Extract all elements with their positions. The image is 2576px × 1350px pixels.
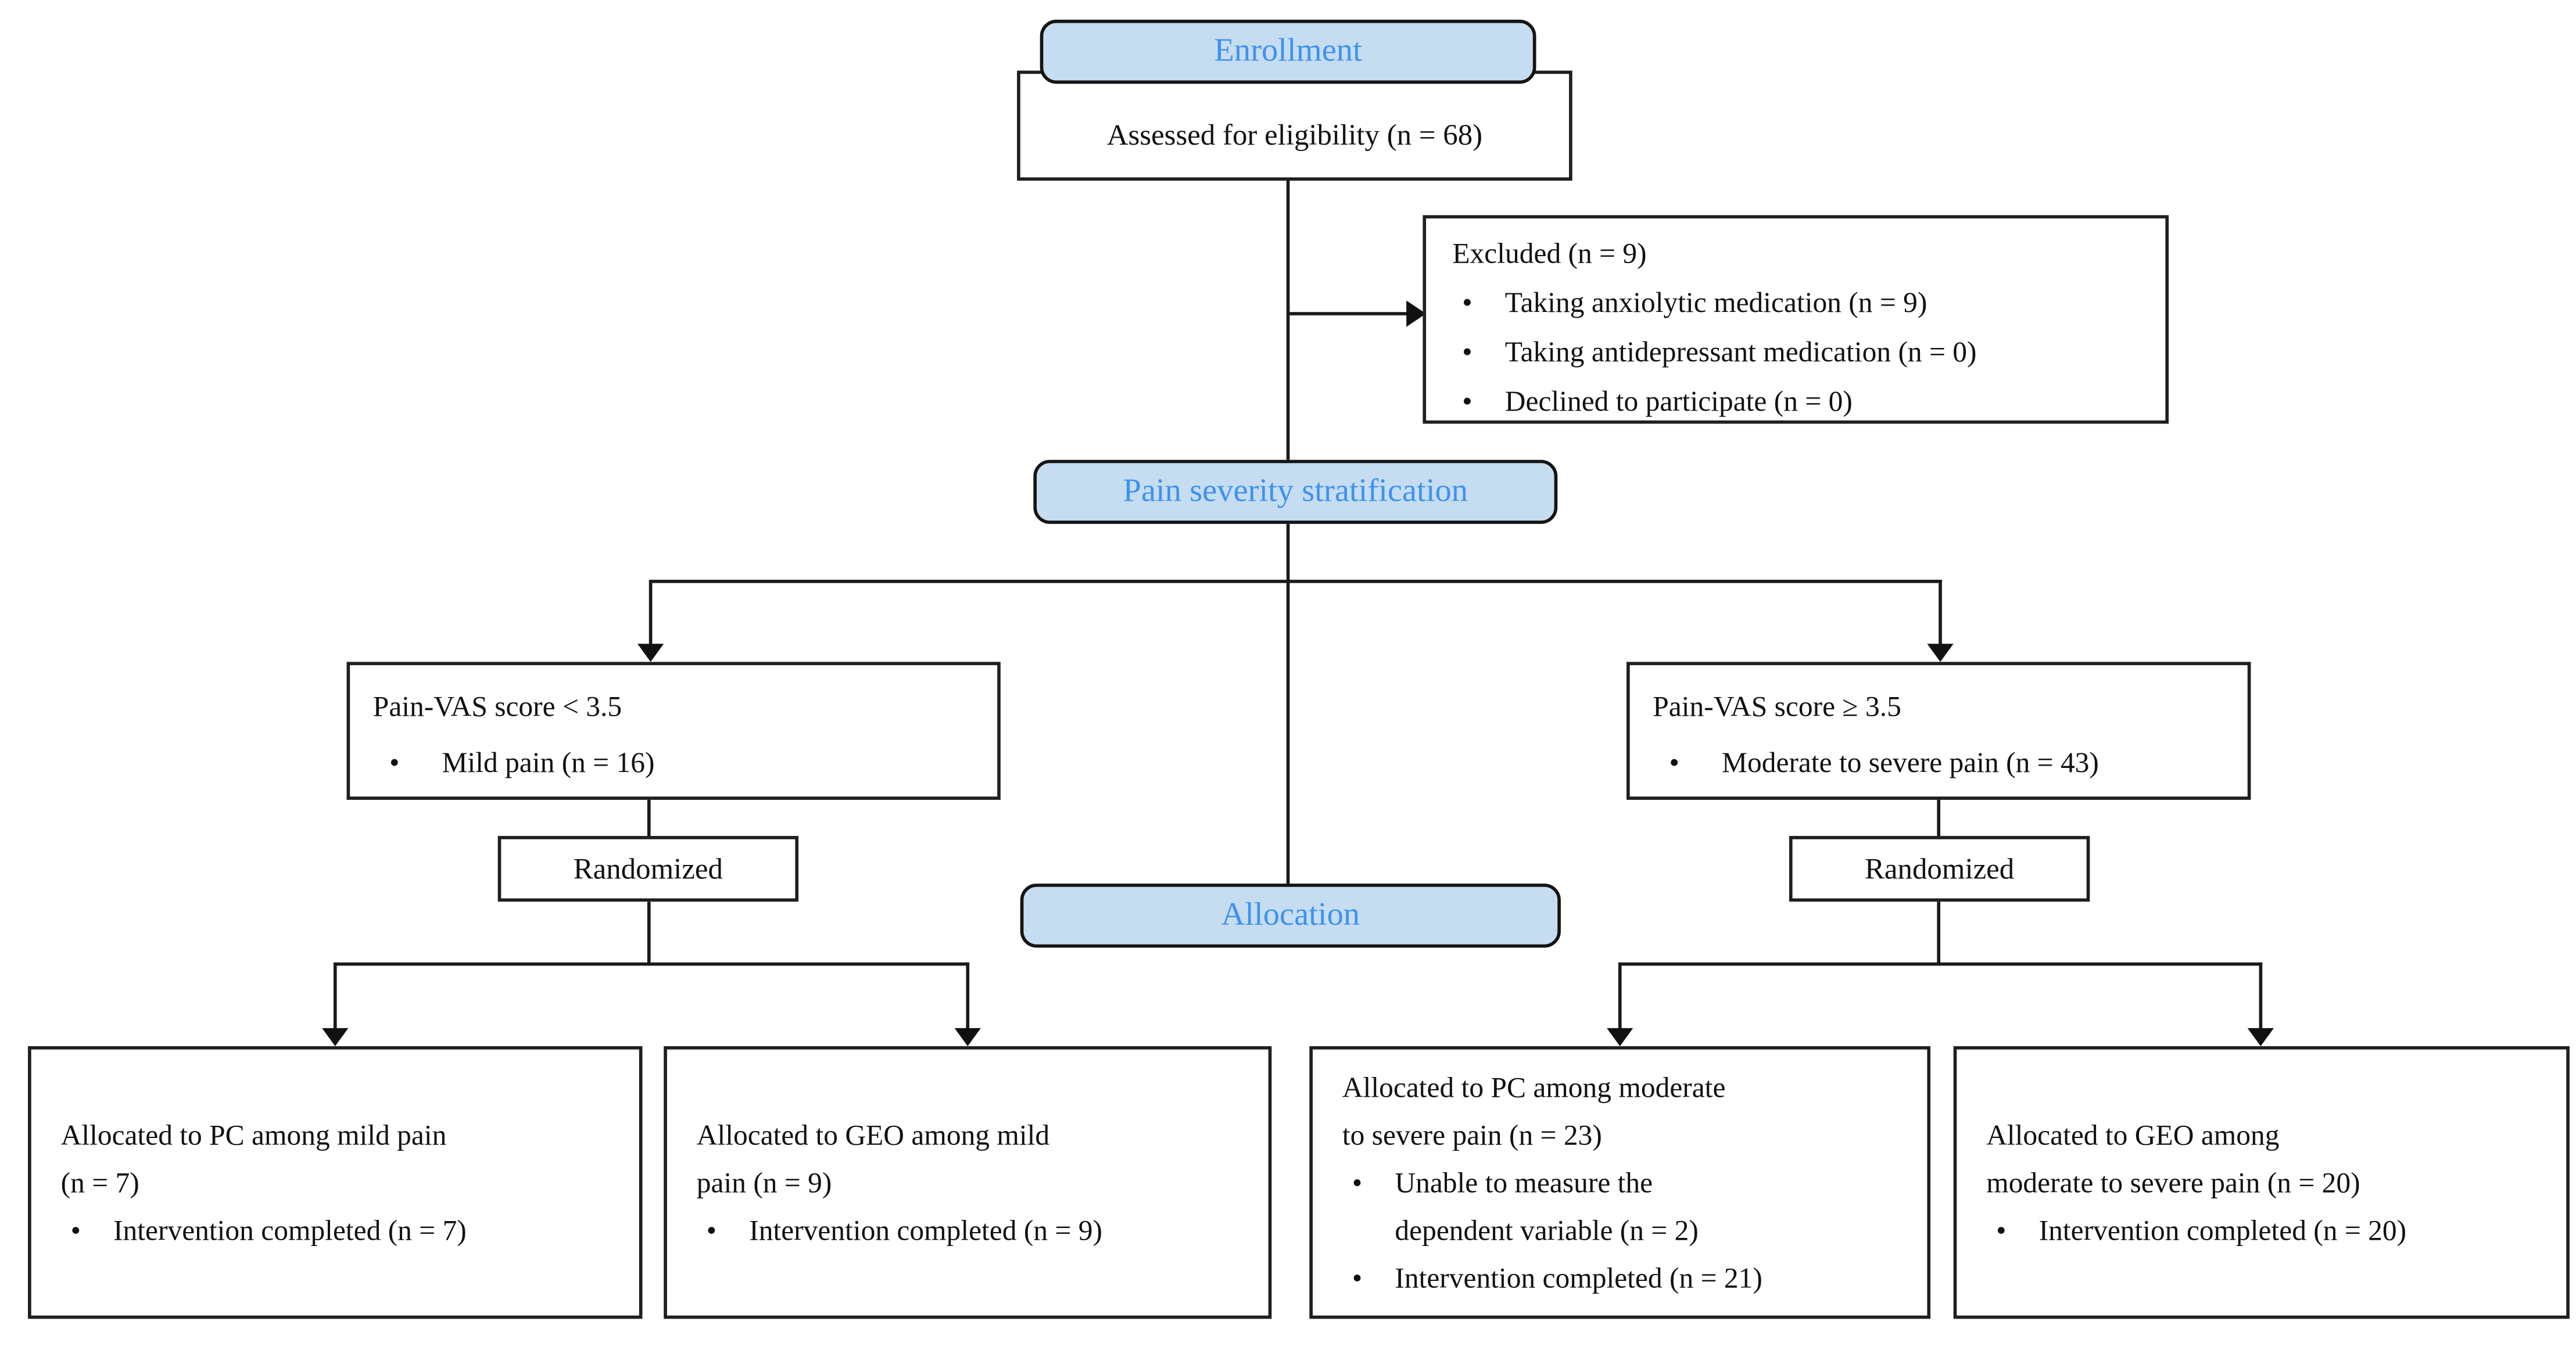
bullet-icon: • xyxy=(1996,1212,2007,1246)
arrowhead-severe-icon xyxy=(1927,644,1954,662)
connector-to-excluded xyxy=(1288,312,1410,315)
alloc-pc-severe-box: Allocated to PC among moderate to severe… xyxy=(1309,1046,1931,1319)
alloc-geo-mild-bullet-line: Intervention completed (n = 9) xyxy=(749,1212,1102,1246)
bullet-icon: • xyxy=(1462,285,1472,319)
arrowhead-excluded-icon xyxy=(1406,300,1427,327)
arrowhead-box3-icon xyxy=(1607,1028,1633,1046)
stratification-branch-line xyxy=(650,580,1942,583)
bullet-icon: • xyxy=(1352,1260,1363,1294)
connector-stratification-to-allocation xyxy=(1286,523,1290,887)
randomized-left-box: Randomized xyxy=(497,836,799,902)
alloc-geo-mild-title-1: Allocated to GEO among mild xyxy=(696,1117,1050,1151)
severe-stratum-bullet-text: Moderate to severe pain (n = 43) xyxy=(1722,745,2099,779)
alloc-pc-severe-bullet-1: • Unable to measure the dependent variab… xyxy=(1342,1159,1918,1254)
excluded-box: Excluded (n = 9) • Taking anxiolytic med… xyxy=(1423,215,2169,425)
alloc-pc-mild-box: Allocated to PC among mild pain (n = 7) … xyxy=(28,1046,643,1319)
excluded-bullet-1-text: Taking anxiolytic medication (n = 9) xyxy=(1504,285,1927,319)
alloc-pc-severe-bullet-2: • Intervention completed (n = 21) xyxy=(1342,1254,1918,1302)
arrowhead-mild-icon xyxy=(637,644,664,662)
enrollment-phase-pill: Enrollment xyxy=(1040,19,1536,84)
alloc-geo-severe-title-1: Allocated to GEO among xyxy=(1986,1117,2280,1151)
bullet-icon: • xyxy=(1462,384,1472,418)
alloc-pc-mild-bullet: • Intervention completed (n = 7) xyxy=(61,1207,629,1254)
arrowhead-box2-icon xyxy=(954,1028,981,1046)
bullet-icon: • xyxy=(1462,335,1472,368)
excluded-bullet-2-text: Taking antidepressant medication (n = 0) xyxy=(1504,335,1977,368)
bullet-icon: • xyxy=(1669,745,1679,779)
alloc-geo-severe-title-2: moderate to severe pain (n = 20) xyxy=(1986,1165,2360,1198)
connector-randomized-left-down xyxy=(647,902,651,966)
excluded-title: Excluded (n = 9) xyxy=(1452,236,1647,270)
alloc-pc-severe-bullet-2-line: Intervention completed (n = 21) xyxy=(1395,1260,1762,1294)
alloc-geo-mild-bullet: • Intervention completed (n = 9) xyxy=(697,1207,1259,1254)
excluded-bullet-3-text: Declined to participate (n = 0) xyxy=(1504,384,1853,418)
bullet-icon: • xyxy=(70,1212,81,1246)
alloc-geo-severe-bullet-line: Intervention completed (n = 20) xyxy=(2038,1212,2407,1246)
mild-stratum-title: Pain-VAS score < 3.5 xyxy=(372,690,622,723)
alloc-pc-severe-title-2: to severe pain (n = 23) xyxy=(1342,1117,1602,1151)
connector-severe-to-randomized xyxy=(1937,799,1941,836)
alloc-geo-mild-title-2: pain (n = 9) xyxy=(696,1165,832,1198)
alloc-pc-severe-bullet-1-line-1: Unable to measure the xyxy=(1395,1165,1653,1198)
drop-to-box3 xyxy=(1618,962,1622,1030)
drop-to-box4 xyxy=(2259,962,2263,1030)
drop-to-box1 xyxy=(333,962,337,1030)
branch-drop-severe xyxy=(1939,580,1942,646)
randomized-left-label: Randomized xyxy=(573,851,723,885)
excluded-bullet-2: • Taking antidepressant medication (n = … xyxy=(1452,327,2152,376)
arrowhead-box1-icon xyxy=(322,1028,349,1046)
alloc-geo-severe-box: Allocated to GEO among moderate to sever… xyxy=(1953,1046,2570,1319)
excluded-bullet-1: • Taking anxiolytic medication (n = 9) xyxy=(1452,278,2152,327)
severe-stratum-box: Pain-VAS score ≥ 3.5 • Moderate to sever… xyxy=(1626,662,2251,800)
excluded-bullet-3: • Declined to participate (n = 0) xyxy=(1452,376,2152,425)
alloc-pc-mild-bullet-line: Intervention completed (n = 7) xyxy=(113,1212,467,1246)
randomized-right-label: Randomized xyxy=(1864,851,2015,885)
mild-stratum-bullet-text: Mild pain (n = 16) xyxy=(442,745,655,779)
alloc-geo-severe-bullet: • Intervention completed (n = 20) xyxy=(1986,1207,2556,1254)
randomized-right-box: Randomized xyxy=(1789,836,2090,902)
alloc-pc-severe-title-1: Allocated to PC among moderate xyxy=(1342,1069,1726,1103)
stratification-phase-label: Pain severity stratification xyxy=(1123,473,1468,509)
connector-randomized-right-down xyxy=(1937,902,1941,966)
bullet-icon: • xyxy=(389,745,400,779)
drop-to-box2 xyxy=(966,962,970,1030)
enrollment-phase-label: Enrollment xyxy=(1214,33,1362,69)
alloc-pc-mild-title-2: (n = 7) xyxy=(60,1165,139,1198)
connector-mild-to-randomized xyxy=(647,799,651,836)
randomized-left-split-line xyxy=(335,962,970,966)
bullet-icon: • xyxy=(1352,1165,1363,1198)
alloc-geo-mild-box: Allocated to GEO among mild pain (n = 9)… xyxy=(664,1046,1272,1319)
mild-stratum-box: Pain-VAS score < 3.5 • Mild pain (n = 16… xyxy=(346,662,1001,800)
connector-assessed-to-stratification xyxy=(1286,177,1290,460)
stratification-phase-pill: Pain severity stratification xyxy=(1033,459,1558,524)
arrowhead-box4-icon xyxy=(2247,1028,2274,1046)
mild-stratum-bullet: • Mild pain (n = 16) xyxy=(373,734,987,790)
randomized-right-split-line xyxy=(1620,962,2263,966)
assessed-text: Assessed for eligibility (n = 68) xyxy=(1106,118,1483,152)
severe-stratum-title: Pain-VAS score ≥ 3.5 xyxy=(1653,690,1901,723)
allocation-phase-pill: Allocation xyxy=(1020,884,1561,948)
allocation-phase-label: Allocation xyxy=(1221,896,1360,933)
assessed-box: Assessed for eligibility (n = 68) xyxy=(1017,70,1572,181)
severe-stratum-bullet: • Moderate to severe pain (n = 43) xyxy=(1653,734,2238,790)
alloc-pc-severe-bullet-1-line-2: dependent variable (n = 2) xyxy=(1395,1212,1699,1246)
alloc-pc-mild-title-1: Allocated to PC among mild pain xyxy=(60,1117,447,1151)
branch-drop-mild xyxy=(649,580,653,646)
bullet-icon: • xyxy=(706,1212,717,1246)
